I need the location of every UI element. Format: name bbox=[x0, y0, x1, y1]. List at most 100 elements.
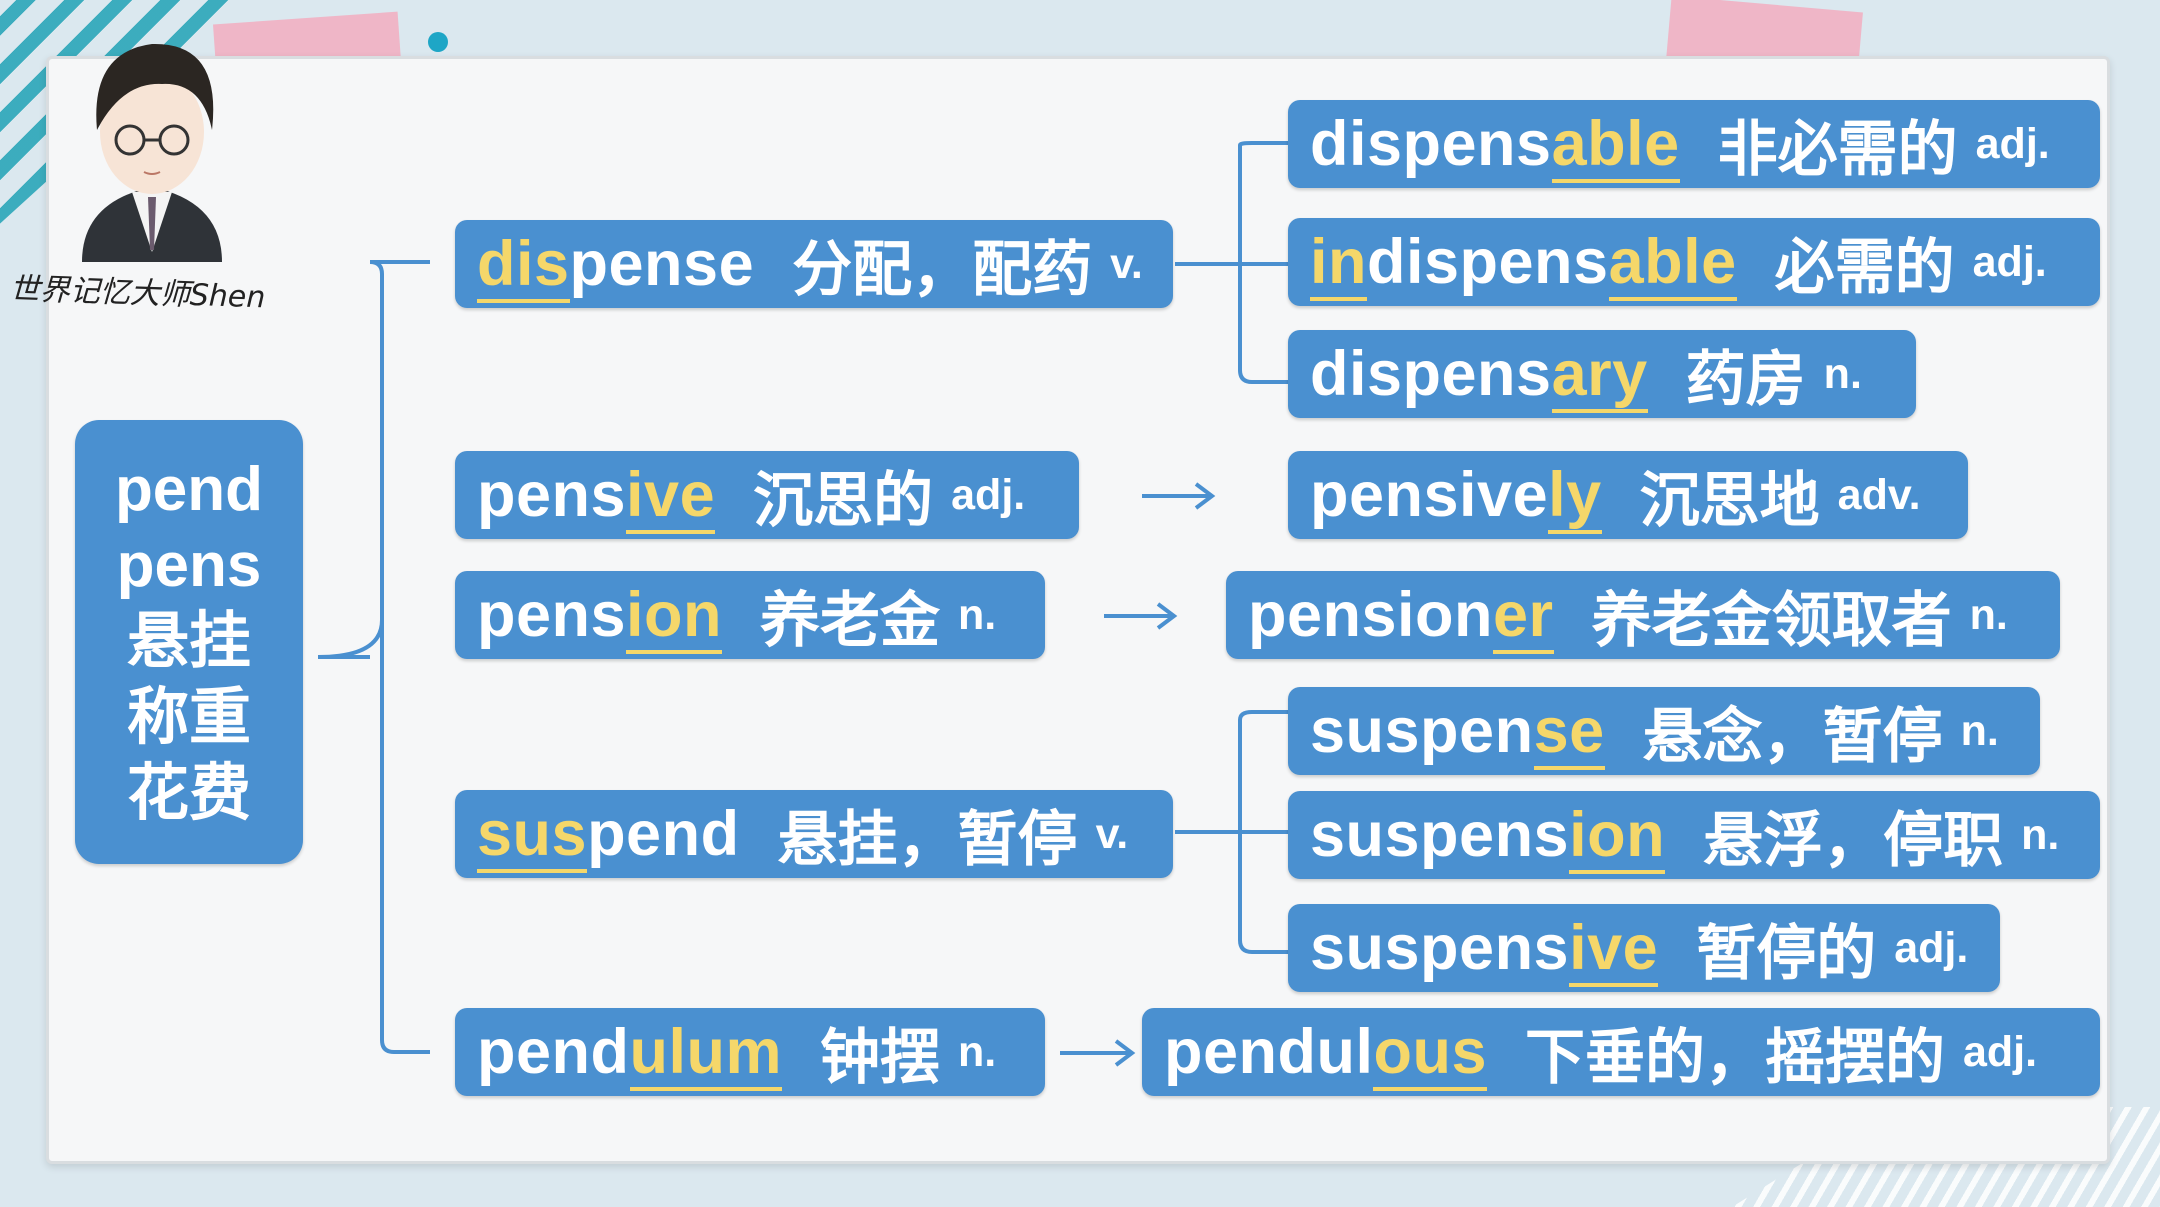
word-part: dispens bbox=[1310, 109, 1552, 179]
avatar bbox=[62, 12, 242, 282]
word-meaning: 必需的 bbox=[1774, 233, 1955, 301]
node-pension: pension 养老金 n. bbox=[455, 571, 1045, 659]
node-dispensable: dispensable 非必需的 adj. bbox=[1288, 100, 2100, 188]
node-pendulous: pendulous 下垂的，摇摆的 adj. bbox=[1142, 1008, 2100, 1096]
word-meaning: 沉思的 bbox=[753, 466, 934, 534]
word-part: pend bbox=[477, 1017, 630, 1087]
word-affix-highlight: ion bbox=[626, 580, 723, 654]
word-meaning: 沉思地 bbox=[1639, 466, 1820, 534]
word-affix-highlight: ous bbox=[1373, 1017, 1487, 1091]
root-node: pend pens 悬挂 称重 花费 bbox=[75, 420, 303, 864]
word: pensively bbox=[1310, 459, 1602, 534]
node-pensioner: pensioner 养老金领取者 n. bbox=[1226, 571, 2060, 659]
part-of-speech: adj. bbox=[1972, 237, 2047, 286]
part-of-speech: n. bbox=[1969, 590, 2008, 639]
word-part: pendul bbox=[1164, 1017, 1374, 1087]
word: pensioner bbox=[1248, 579, 1554, 654]
word-affix-highlight: ive bbox=[626, 460, 716, 534]
word-affix-highlight: ive bbox=[1569, 913, 1659, 987]
word: dispense bbox=[477, 228, 755, 303]
word: pension bbox=[477, 579, 723, 654]
word-meaning: 非必需的 bbox=[1717, 115, 1958, 183]
word: pendulous bbox=[1164, 1016, 1487, 1091]
word-meaning: 暂停的 bbox=[1696, 919, 1877, 987]
word-affix-highlight: ary bbox=[1551, 339, 1648, 413]
node-dispense: dispense 分配，配药 v. bbox=[455, 220, 1173, 308]
word-part: pens bbox=[477, 460, 627, 530]
node-pendulum: pendulum 钟摆 n. bbox=[455, 1008, 1045, 1096]
root-line: 花费 bbox=[126, 759, 251, 828]
part-of-speech: v. bbox=[1095, 809, 1129, 858]
word: dispensary bbox=[1310, 338, 1648, 413]
word-affix-highlight: sus bbox=[477, 799, 588, 873]
part-of-speech: adv. bbox=[1837, 470, 1921, 519]
part-of-speech: v. bbox=[1110, 239, 1143, 288]
node-pensive: pensive 沉思的 adj. bbox=[455, 451, 1079, 539]
word-part: suspens bbox=[1310, 913, 1570, 983]
author-signature: 世界记忆大师Shen bbox=[9, 271, 266, 316]
word: suspense bbox=[1310, 695, 1605, 770]
part-of-speech: adj. bbox=[1975, 119, 2050, 168]
root-line: pens bbox=[116, 531, 262, 600]
connector-suspend bbox=[1175, 710, 1288, 954]
word-part: suspen bbox=[1310, 696, 1534, 766]
word-affix-highlight: in bbox=[1310, 227, 1367, 301]
word-part: pense bbox=[569, 229, 755, 299]
word-meaning: 分配，配药 bbox=[792, 235, 1093, 303]
part-of-speech: n. bbox=[958, 590, 997, 639]
word: suspend bbox=[477, 798, 740, 873]
word-meaning: 药房 bbox=[1685, 345, 1806, 413]
word-part: pensive bbox=[1310, 460, 1549, 530]
connector-root-mid bbox=[317, 619, 384, 659]
word-part: pend bbox=[587, 799, 740, 869]
arrow-right-icon bbox=[1142, 482, 1216, 510]
word: pensive bbox=[477, 459, 716, 534]
word-meaning: 钟摆 bbox=[820, 1023, 940, 1091]
word: indispensable bbox=[1310, 226, 1737, 301]
node-suspense: suspense 悬念，暂停 n. bbox=[1288, 687, 2040, 775]
word-part: dispens bbox=[1367, 227, 1609, 297]
word-meaning: 悬挂，暂停 bbox=[777, 805, 1078, 873]
arrow-right-icon bbox=[1104, 602, 1178, 630]
word-affix-highlight: able bbox=[1551, 109, 1680, 183]
arrow-right-icon bbox=[1060, 1039, 1136, 1067]
node-suspension: suspension 悬浮，停职 n. bbox=[1288, 791, 2100, 879]
part-of-speech: n. bbox=[958, 1027, 997, 1076]
word: pendulum bbox=[477, 1016, 782, 1091]
word: dispensable bbox=[1310, 108, 1680, 183]
node-suspensive: suspensive 暂停的 adj. bbox=[1288, 904, 2000, 992]
connector-dispense bbox=[1175, 141, 1288, 384]
node-suspend: suspend 悬挂，暂停 v. bbox=[455, 790, 1173, 878]
root-line: 悬挂 bbox=[126, 607, 251, 676]
word-affix-highlight: er bbox=[1493, 580, 1554, 654]
word-part: pension bbox=[1248, 580, 1494, 650]
word-part: suspens bbox=[1310, 800, 1570, 870]
part-of-speech: adj. bbox=[1963, 1027, 2038, 1076]
word-part: pens bbox=[477, 580, 627, 650]
word-meaning: 悬念，暂停 bbox=[1642, 702, 1943, 770]
word-meaning: 养老金领取者 bbox=[1591, 586, 1952, 654]
word-part: dispens bbox=[1310, 339, 1552, 409]
word: suspensive bbox=[1310, 912, 1659, 987]
node-pensively: pensively 沉思地 adv. bbox=[1288, 451, 1968, 539]
part-of-speech: adj. bbox=[1894, 923, 1969, 972]
node-dispensary: dispensary 药房 n. bbox=[1288, 330, 1916, 418]
word-meaning: 悬浮，停职 bbox=[1703, 806, 2004, 874]
word-affix-highlight: able bbox=[1608, 227, 1737, 301]
word-affix-highlight: ly bbox=[1548, 460, 1602, 534]
word-affix-highlight: ulum bbox=[629, 1017, 782, 1091]
root-line: pend bbox=[114, 455, 264, 524]
part-of-speech: n. bbox=[2021, 810, 2060, 859]
node-indispensable: indispensable 必需的 adj. bbox=[1288, 218, 2100, 306]
decor-dot bbox=[428, 32, 448, 52]
word-affix-highlight: ion bbox=[1569, 800, 1666, 874]
part-of-speech: n. bbox=[1960, 706, 1999, 755]
part-of-speech: n. bbox=[1823, 349, 1862, 398]
word-meaning: 下垂的，摇摆的 bbox=[1525, 1023, 1945, 1091]
word-meaning: 养老金 bbox=[760, 586, 941, 654]
root-line: 称重 bbox=[126, 683, 251, 752]
word-affix-highlight: dis bbox=[477, 229, 570, 303]
part-of-speech: adj. bbox=[951, 470, 1026, 519]
